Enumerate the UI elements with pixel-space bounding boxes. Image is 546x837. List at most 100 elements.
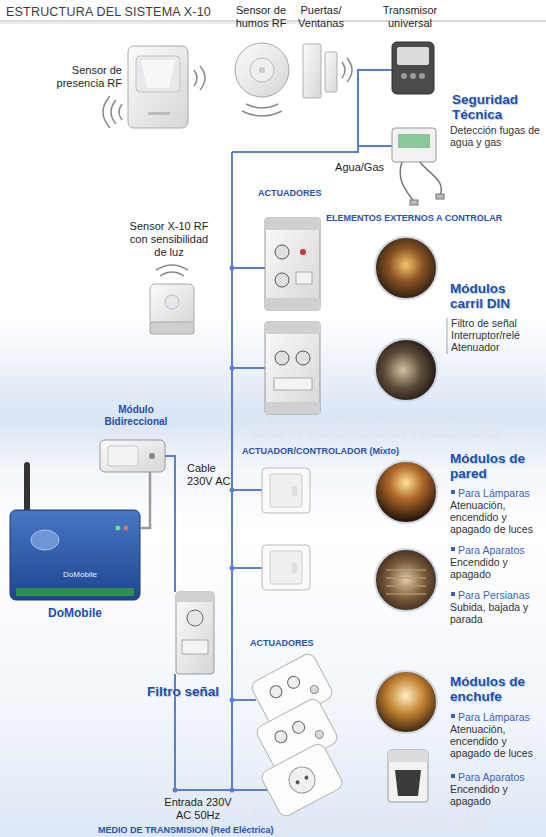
coffee-maker	[388, 750, 428, 802]
node-text: DoMobile	[25, 607, 125, 621]
edge-label: Cable 230V AC	[187, 462, 237, 488]
smoke-sensor	[242, 104, 282, 116]
diagram-title: ESTRUCTURA DEL SISTEMA X-10	[6, 5, 406, 19]
signal-filter	[176, 592, 214, 602]
coffee-maker	[395, 770, 421, 796]
wall-module	[262, 468, 310, 513]
light-sensor	[150, 284, 194, 326]
plug-module	[284, 762, 319, 797]
description-text: Subida, bajada y parada	[450, 601, 544, 625]
signal-filter	[182, 640, 208, 654]
presence-sensor	[141, 60, 175, 88]
device-node: Agua/Gas	[392, 128, 436, 162]
photo-circle	[386, 570, 426, 594]
description-text: Atenuación, encendido y apagado de luces	[450, 723, 544, 759]
node-text: Módulo Bidireccional	[96, 404, 176, 428]
section-label: ACTUADOR/CONTROLADOR (Mixto)	[242, 446, 442, 456]
din-module	[296, 272, 312, 284]
section-label: MEDIO DE TRANSMISION (Red Eléctrica)	[98, 825, 358, 835]
cable-connector	[140, 472, 150, 528]
din-module	[275, 273, 289, 287]
presence-sensor	[128, 46, 188, 128]
section-label: ACTUADORES	[258, 188, 358, 198]
bidirectional-module	[100, 440, 165, 472]
wall-module	[270, 474, 302, 507]
category-heading: Módulos de enchufe	[450, 674, 542, 704]
power-wire	[230, 566, 235, 571]
power-wire	[173, 788, 178, 793]
node-text: Sensor de presencia RF	[52, 64, 122, 90]
bullet-marks	[447, 318, 448, 354]
din-module	[265, 322, 320, 414]
water-gas-detector	[392, 128, 444, 205]
item-label: Para Aparatos	[458, 544, 546, 556]
din-module	[265, 218, 320, 310]
category-heading: Módulos de pared	[450, 451, 542, 481]
smoke-sensor	[259, 67, 265, 73]
water-gas-detector	[398, 134, 430, 148]
node-text: Agua/Gas	[324, 161, 384, 174]
universal-transmitter	[419, 73, 425, 79]
plug-module	[273, 729, 289, 745]
plug-module	[249, 651, 344, 818]
wall-module	[262, 468, 310, 590]
photo-circle	[375, 549, 437, 611]
description-text: Interruptor/relé	[451, 329, 545, 341]
din-module	[265, 322, 320, 334]
door-window-sensor	[342, 58, 352, 82]
node-text: DoMobile	[50, 570, 110, 579]
din-module	[274, 378, 312, 390]
photo-circle	[375, 237, 437, 733]
photo-circle	[375, 237, 437, 299]
plug-module	[285, 674, 301, 690]
domobile-device	[116, 526, 121, 531]
domobile-device	[31, 530, 59, 550]
universal-transmitter	[392, 42, 434, 94]
din-module	[275, 351, 289, 365]
smoke-sensor	[235, 43, 289, 116]
wall-module	[270, 551, 302, 584]
description-text: Filtro de señal	[451, 317, 545, 329]
description-text: Encendido y apagado	[450, 556, 544, 580]
bullet-marks	[451, 774, 455, 778]
plug-module	[290, 719, 306, 735]
din-module	[275, 245, 289, 259]
door-window-sensor	[303, 44, 321, 98]
presence-sensor	[148, 112, 170, 115]
photo-circle	[375, 461, 437, 523]
device-node: Puertas/ Ventanas	[300, 42, 340, 100]
bidirectional-module	[100, 440, 165, 472]
universal-transmitter	[392, 42, 434, 94]
description-text: Detección fugas de agua y gas	[450, 124, 544, 148]
din-module	[296, 351, 310, 365]
light-sensor	[150, 265, 194, 334]
plug-module	[304, 775, 309, 780]
power-wire	[230, 366, 235, 371]
water-gas-detector	[400, 162, 441, 202]
wall-module	[262, 545, 310, 590]
category-heading: Módulos carril DIN	[450, 281, 542, 311]
domobile-device	[10, 510, 140, 600]
photo-circle	[375, 671, 437, 733]
din-module	[265, 322, 320, 414]
section-label: ELEMENTOS EXTERNOS A CONTROLAR	[326, 213, 536, 223]
din-module	[265, 218, 320, 230]
node-text: Filtro señal	[128, 684, 238, 700]
din-module	[265, 402, 320, 414]
universal-transmitter	[401, 73, 407, 79]
node-text: Sensor X-10 RF con sensibilidad de luz	[124, 220, 214, 259]
signal-filter	[176, 592, 214, 674]
water-gas-detector	[392, 128, 436, 162]
light-sensor	[150, 322, 194, 334]
bullet-marks	[451, 547, 455, 551]
plug-module	[295, 780, 300, 785]
door-window-sensor	[303, 44, 352, 98]
bidirectional-module	[108, 446, 138, 466]
din-module	[265, 298, 320, 310]
signal-filter	[187, 610, 203, 626]
plug-module	[314, 729, 325, 740]
item-label: Para Persianas	[458, 589, 546, 601]
din-module	[300, 249, 306, 255]
water-gas-detector	[436, 194, 444, 199]
